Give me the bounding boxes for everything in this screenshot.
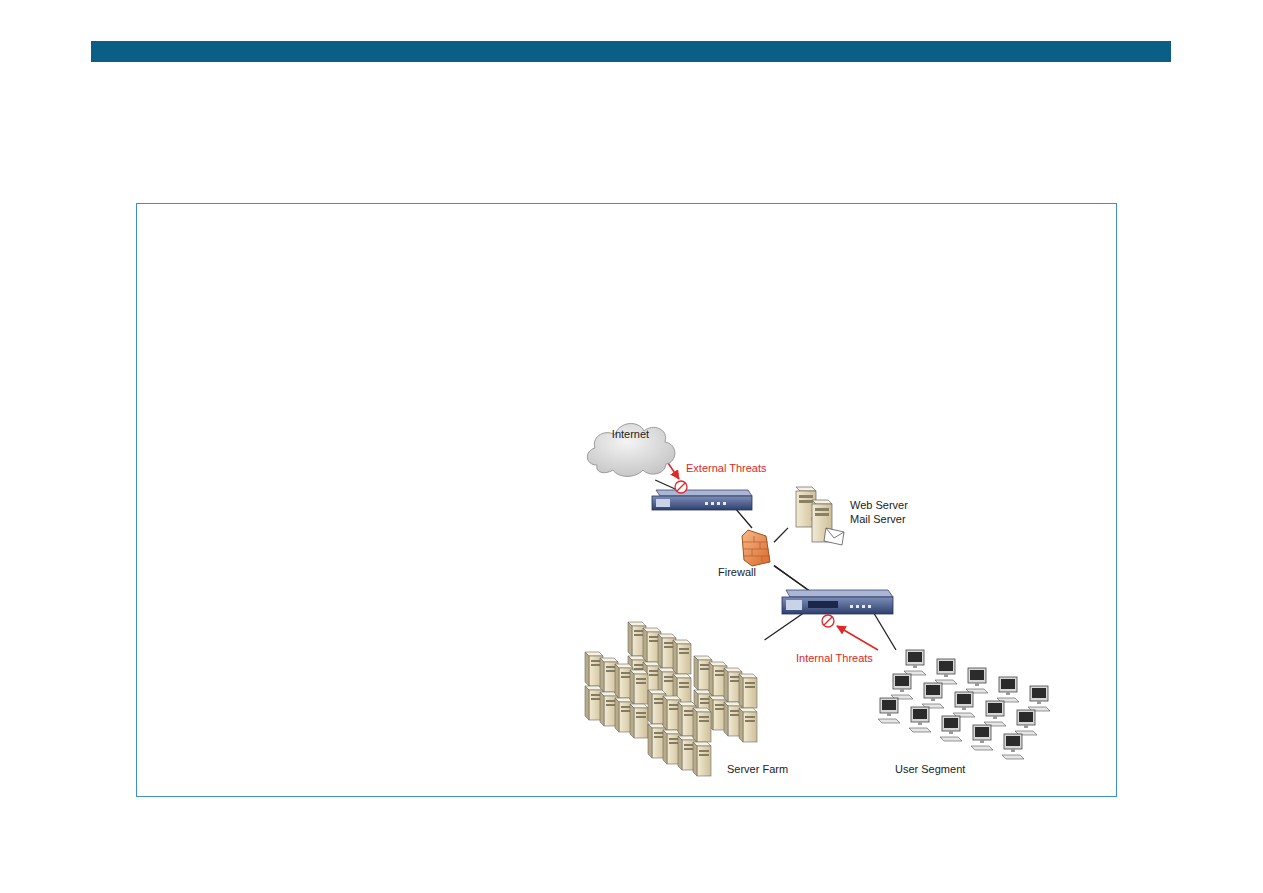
block-symbol bbox=[675, 481, 687, 493]
ips-appliance bbox=[652, 490, 752, 510]
node-label: Firewall bbox=[718, 566, 774, 579]
header-bar bbox=[91, 41, 1171, 62]
server-farm-icons bbox=[585, 622, 757, 776]
network-link bbox=[774, 528, 788, 542]
network-link bbox=[774, 566, 896, 650]
threat-arrow bbox=[837, 626, 878, 650]
node-label: Server Farm bbox=[727, 763, 800, 776]
threat-arrow bbox=[668, 463, 679, 479]
threat-label: External Threats bbox=[686, 462, 767, 474]
node-label: Web Server bbox=[850, 499, 913, 512]
server-node: Web ServerMail Server bbox=[788, 483, 913, 548]
node-label: Internet bbox=[583, 428, 678, 441]
server-icon bbox=[796, 487, 844, 545]
threat-label: Internal Threats bbox=[796, 652, 873, 664]
label-holder: Internal Threats bbox=[796, 648, 873, 666]
ips-appliance bbox=[782, 590, 893, 614]
server-farm-node: Server Farm bbox=[578, 640, 800, 778]
workstation-icons bbox=[878, 650, 1050, 759]
firewall-icon bbox=[742, 530, 770, 566]
node-label: Mail Server bbox=[850, 513, 913, 526]
node-label: User Segment bbox=[895, 763, 1068, 776]
firewall-node: Firewall bbox=[716, 528, 774, 581]
cloud-node: Internet bbox=[583, 415, 678, 480]
cloud-shape bbox=[583, 415, 678, 480]
user-segment-node: User Segment bbox=[868, 650, 1068, 778]
block-symbol bbox=[822, 615, 834, 627]
label-holder: External Threats bbox=[686, 458, 767, 476]
